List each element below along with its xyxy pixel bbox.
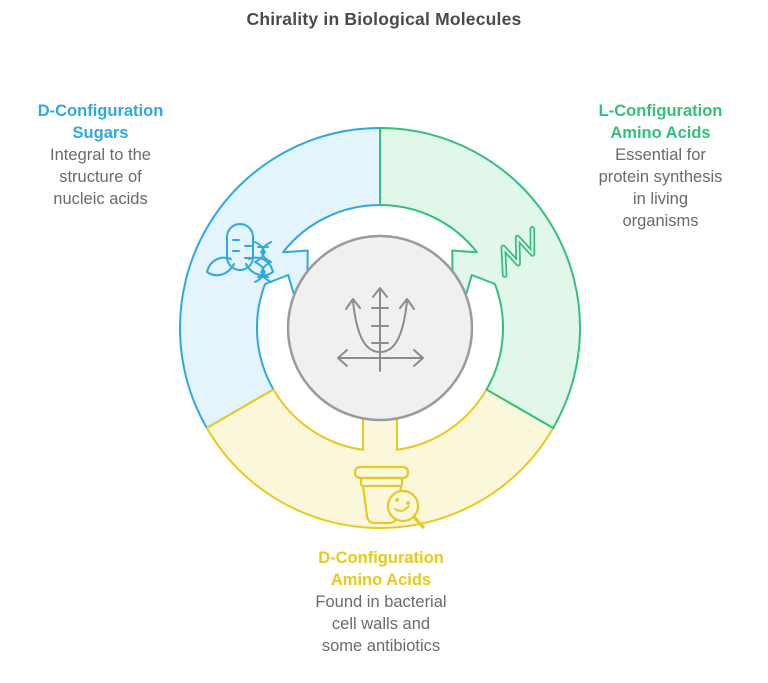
segment-description: some antibiotics bbox=[321, 637, 441, 655]
segment-heading: D-Configuration bbox=[318, 549, 444, 567]
label-d-sugars: D-Configuration Sugars Integral to the s… bbox=[8, 100, 193, 210]
segment-heading: Amino Acids bbox=[610, 124, 711, 142]
axes-parabola-icon bbox=[337, 287, 424, 372]
corn-dna-icon bbox=[206, 223, 274, 283]
segment-heading: D-Configuration bbox=[37, 102, 164, 120]
segment-description: nucleic acids bbox=[53, 190, 148, 208]
segment-description: in living bbox=[632, 190, 689, 208]
segment-description: protein synthesis bbox=[598, 168, 723, 186]
segment-heading: Amino Acids bbox=[330, 571, 432, 589]
segment-heading: L-Configuration bbox=[598, 102, 723, 120]
segment-d-amino-arc bbox=[205, 388, 555, 529]
segment-description: structure of bbox=[59, 168, 142, 186]
segment-description: cell walls and bbox=[331, 615, 431, 633]
protein-ribbon-icon bbox=[500, 226, 536, 278]
segment-description: Essential for bbox=[615, 146, 706, 164]
segment-l-amino-arc bbox=[379, 127, 581, 429]
label-l-amino-acids: L-Configuration Amino Acids Essential fo… bbox=[568, 100, 753, 232]
segment-heading: Sugars bbox=[72, 124, 129, 142]
segment-description: Integral to the bbox=[50, 146, 151, 164]
page-title: Chirality in Biological Molecules bbox=[246, 9, 522, 29]
segment-description: Found in bacterial bbox=[315, 593, 447, 611]
label-d-amino-acids: D-Configuration Amino Acids Found in bac… bbox=[286, 547, 476, 657]
bacteria-magnifier-icon bbox=[353, 465, 425, 529]
segment-description: organisms bbox=[622, 212, 699, 230]
